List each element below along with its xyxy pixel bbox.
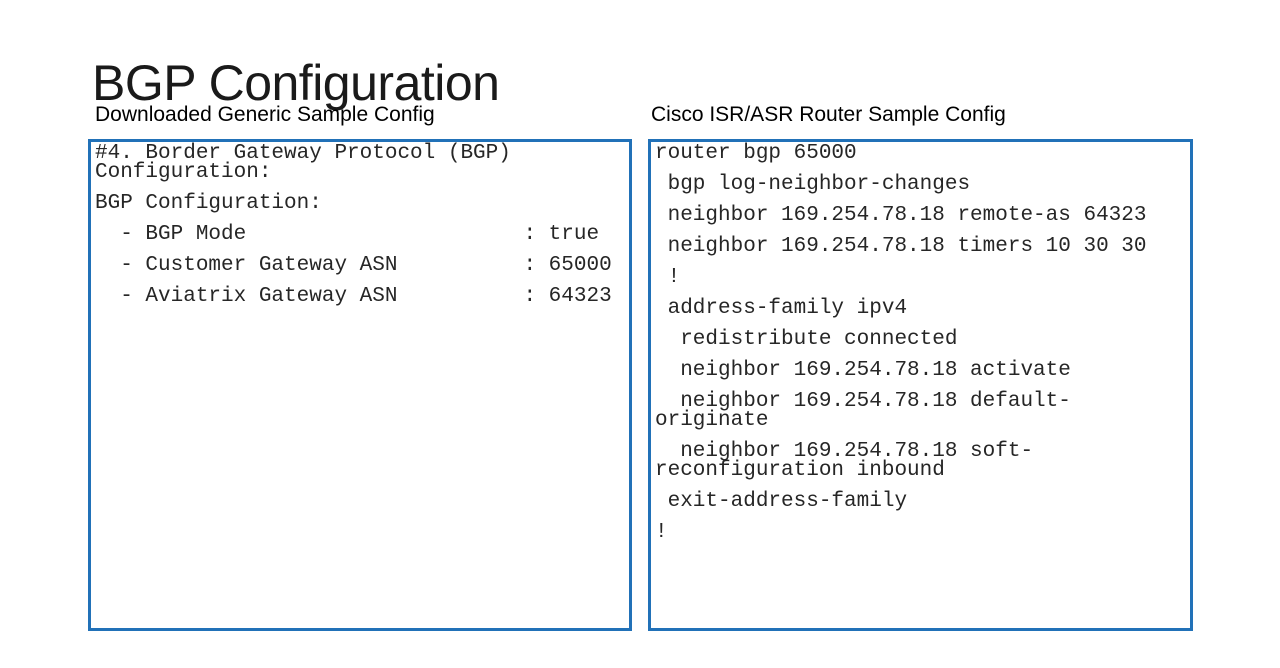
code-line: - Customer Gateway ASN : 65000 bbox=[95, 254, 612, 277]
code-paragraph: BGP Configuration: bbox=[95, 192, 625, 215]
code-line: neighbor 169.254.78.18 activate bbox=[655, 359, 1071, 382]
code-paragraph: ! bbox=[655, 266, 1186, 289]
code-paragraph: neighbor 169.254.78.18 remote-as 64323 bbox=[655, 204, 1186, 227]
right-panel-label: Cisco ISR/ASR Router Sample Config bbox=[651, 103, 1006, 126]
code-line: neighbor 169.254.78.18 timers 10 30 30 bbox=[655, 235, 1147, 258]
code-line: ! bbox=[655, 266, 681, 289]
code-paragraph: - BGP Mode : true bbox=[95, 223, 625, 246]
code-paragraph: neighbor 169.254.78.18 timers 10 30 30 bbox=[655, 235, 1186, 258]
code-line: BGP Configuration: bbox=[95, 192, 322, 215]
code-line: Configuration: bbox=[95, 161, 272, 184]
code-line: redistribute connected bbox=[655, 328, 958, 351]
code-line: ! bbox=[655, 521, 668, 544]
code-paragraph: bgp log-neighbor-changes bbox=[655, 173, 1186, 196]
code-paragraph: - Aviatrix Gateway ASN : 64323 bbox=[95, 285, 625, 308]
slide-title: BGP Configuration bbox=[92, 54, 500, 111]
code-line: address-family ipv4 bbox=[655, 297, 908, 320]
generic-sample-config-box: #4. Border Gateway Protocol (BGP)Configu… bbox=[88, 139, 632, 631]
code-paragraph: - Customer Gateway ASN : 65000 bbox=[95, 254, 625, 277]
code-paragraph: address-family ipv4 bbox=[655, 297, 1186, 320]
code-paragraph: redistribute connected bbox=[655, 328, 1186, 351]
code-paragraph: neighbor 169.254.78.18 soft-reconfigurat… bbox=[655, 440, 1186, 482]
code-paragraph: ! bbox=[655, 521, 1186, 544]
code-line: neighbor 169.254.78.18 default- bbox=[655, 390, 1071, 413]
code-line: reconfiguration inbound bbox=[655, 459, 945, 482]
code-paragraph: exit-address-family bbox=[655, 490, 1186, 513]
code-line: #4. Border Gateway Protocol (BGP) bbox=[95, 142, 511, 165]
left-panel-label: Downloaded Generic Sample Config bbox=[95, 103, 435, 126]
code-line: neighbor 169.254.78.18 remote-as 64323 bbox=[655, 204, 1147, 227]
code-paragraph: router bgp 65000 bbox=[655, 142, 1186, 165]
code-line: router bgp 65000 bbox=[655, 142, 857, 165]
code-paragraph: neighbor 169.254.78.18 activate bbox=[655, 359, 1186, 382]
code-line: - Aviatrix Gateway ASN : 64323 bbox=[95, 285, 612, 308]
code-line: - BGP Mode : true bbox=[95, 223, 600, 246]
code-line: exit-address-family bbox=[655, 490, 908, 513]
code-paragraph: #4. Border Gateway Protocol (BGP)Configu… bbox=[95, 142, 625, 184]
code-line: neighbor 169.254.78.18 soft- bbox=[655, 440, 1034, 463]
code-line: originate bbox=[655, 409, 769, 432]
code-paragraph: neighbor 169.254.78.18 default-originate bbox=[655, 390, 1186, 432]
code-line: bgp log-neighbor-changes bbox=[655, 173, 971, 196]
cisco-sample-config-box: router bgp 65000 bgp log-neighbor-change… bbox=[648, 139, 1193, 631]
